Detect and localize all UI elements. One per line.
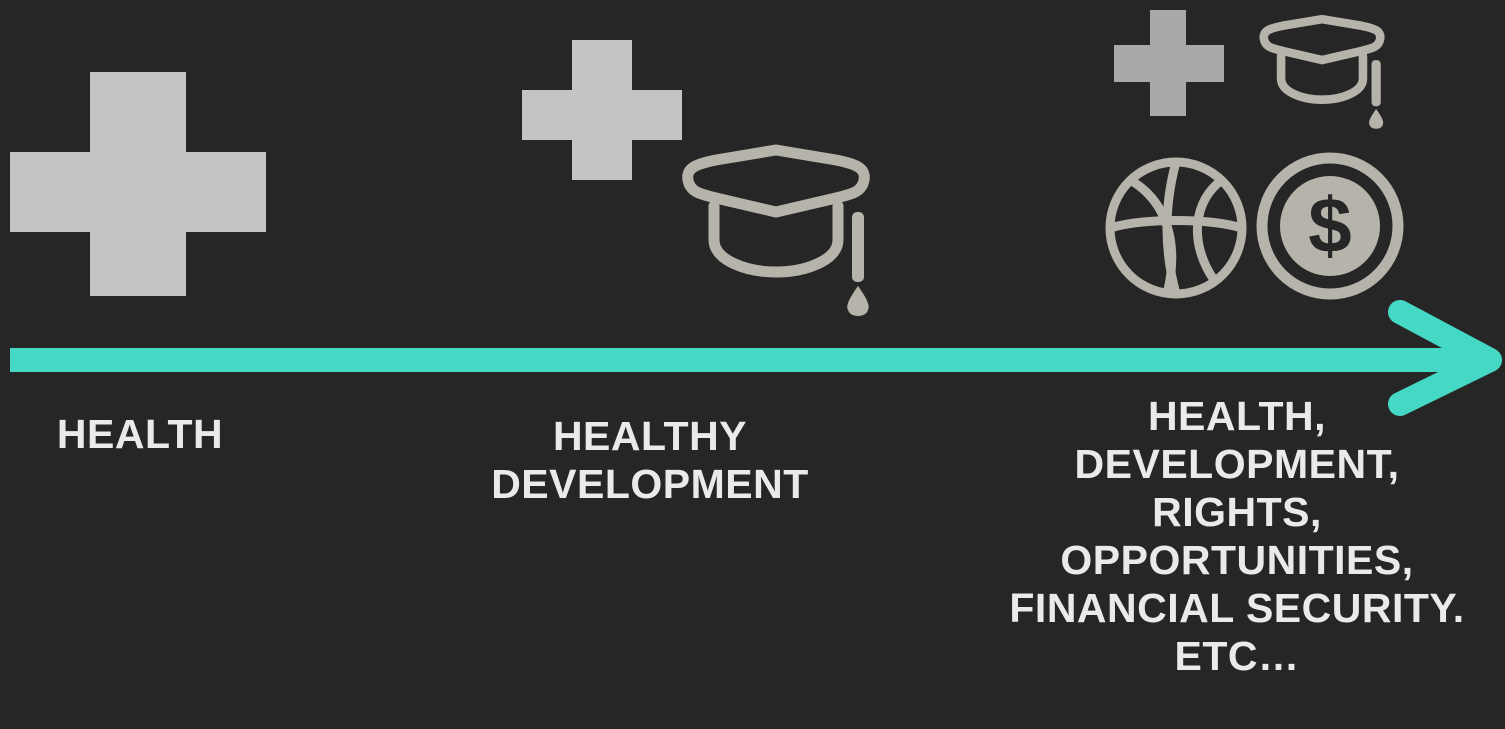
cross-icon-horizontal [10,152,266,232]
cross-icon-horizontal [1114,45,1224,82]
progress-arrow [10,300,1502,416]
stage-health-label: HEALTH [56,411,224,457]
graduation-cap-icon [1259,14,1385,129]
graduation-cap-icon [682,144,870,316]
basketball-icon [1105,157,1247,299]
dollar-coin-icon: $ [1256,152,1404,300]
stage-healthy-development-label: HEALTHY DEVELOPMENT [491,413,809,507]
stage-health-development-rights-label: HEALTH, DEVELOPMENT, RIGHTS, OPPORTUNITI… [1009,393,1465,679]
cross-icon-horizontal [522,90,682,140]
svg-text:$: $ [1308,181,1351,269]
